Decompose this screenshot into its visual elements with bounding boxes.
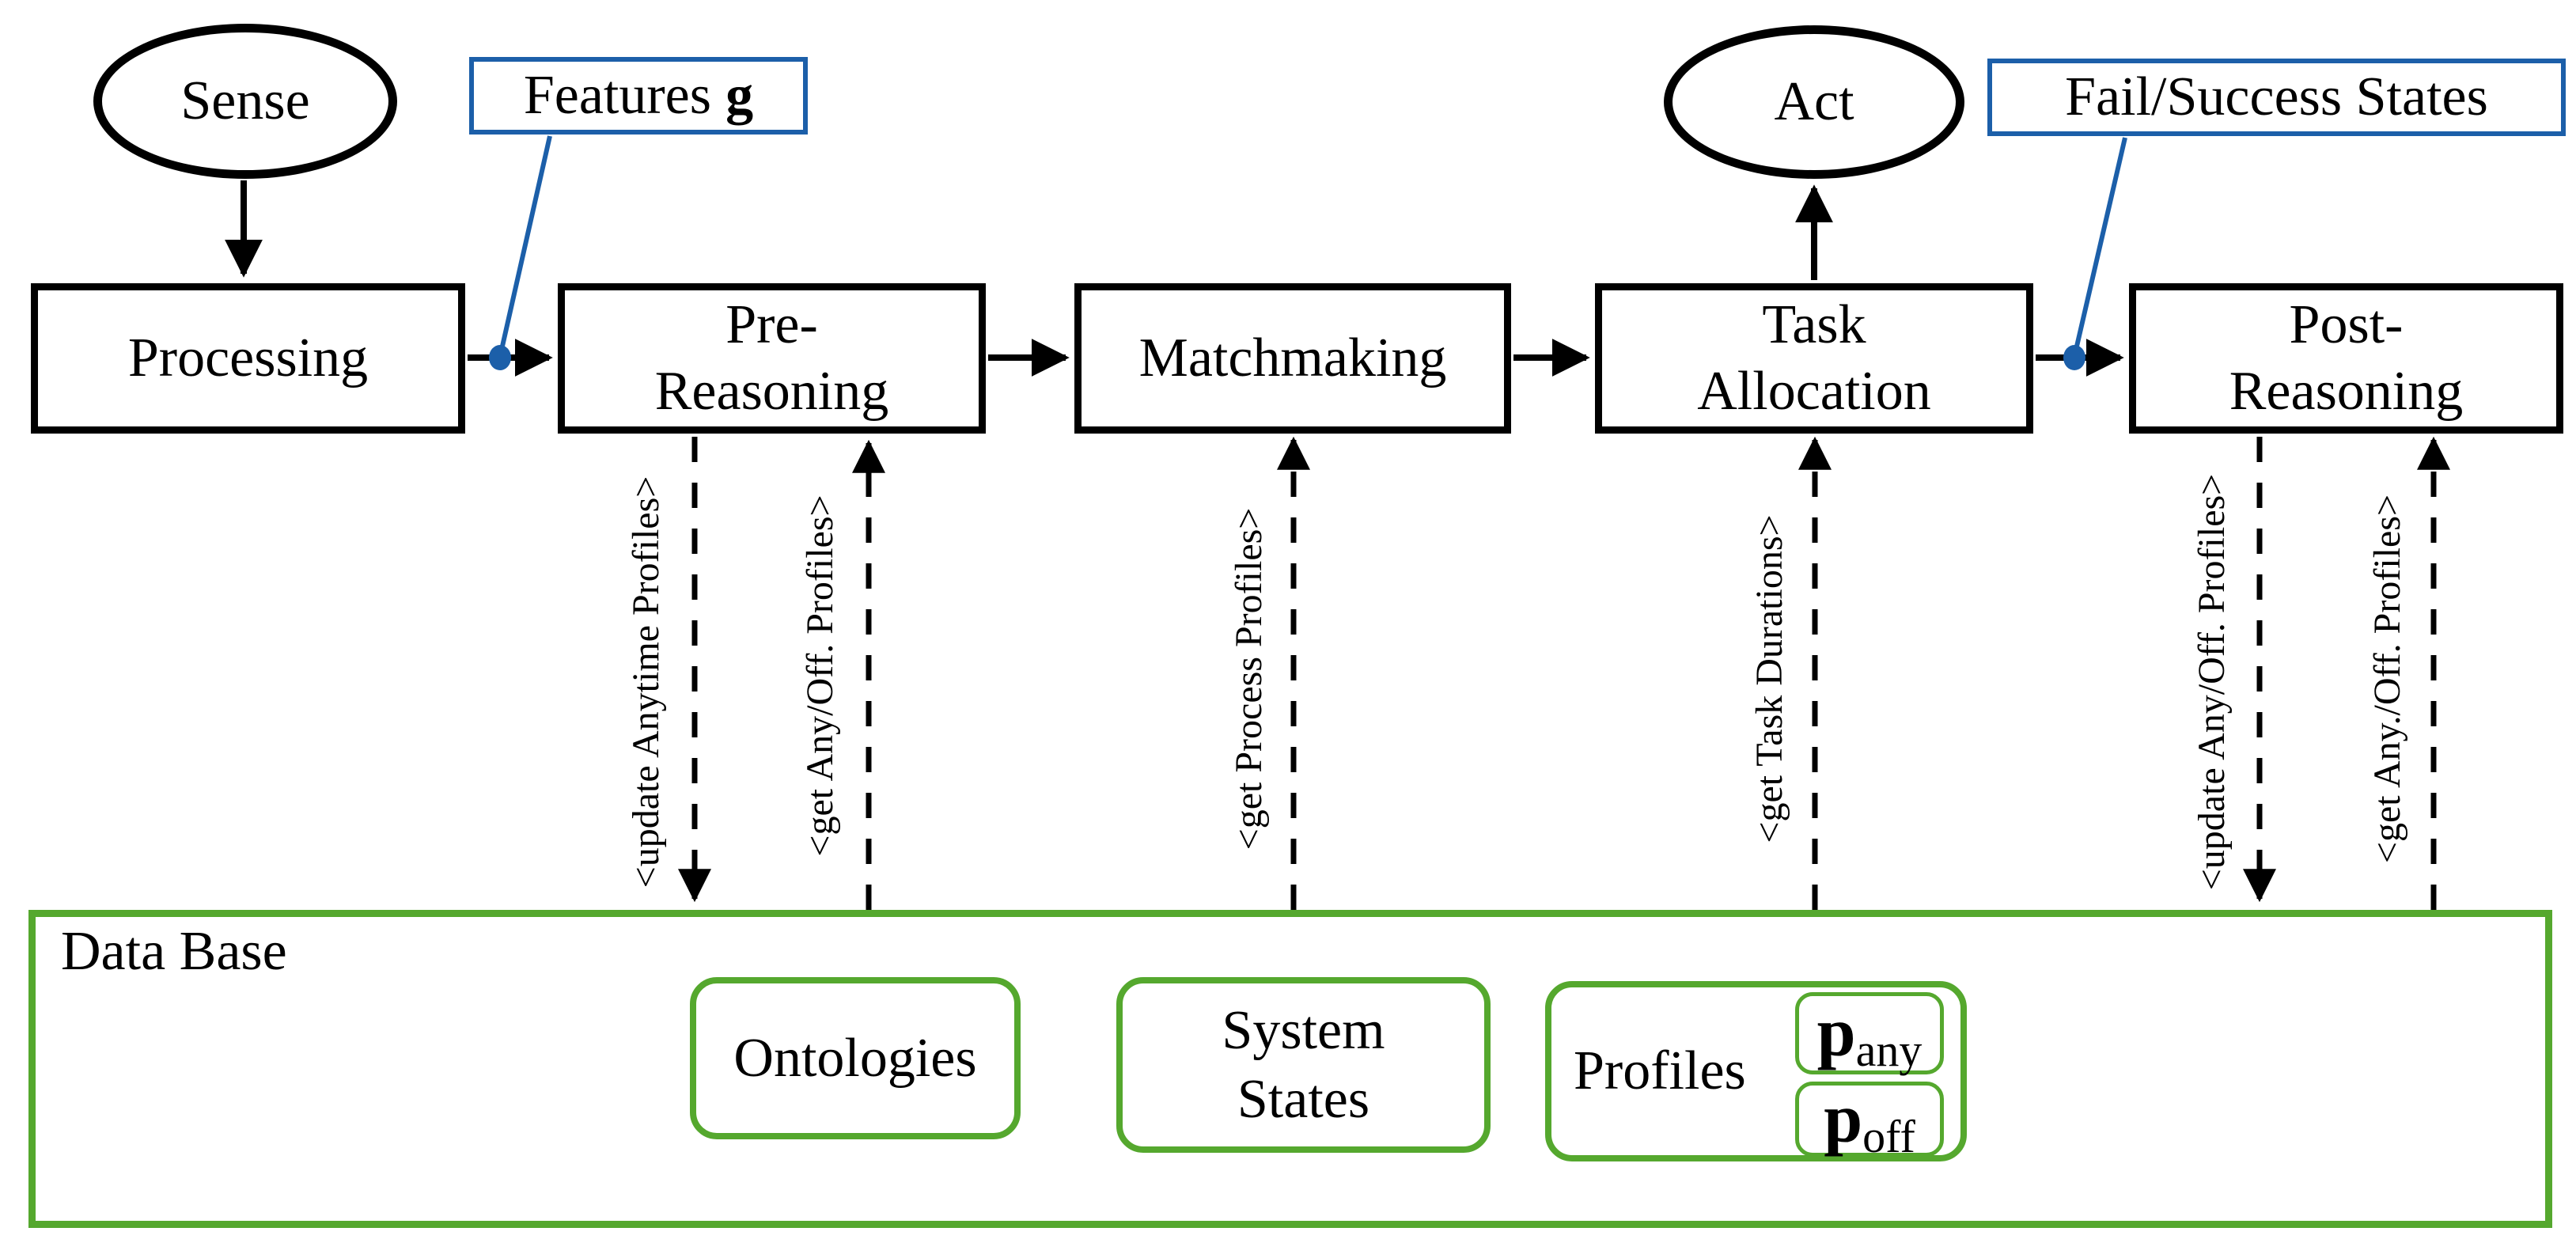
profile-offline-symbol: p xyxy=(1824,1080,1863,1158)
features-callout-text: Features xyxy=(523,65,711,126)
task-allocation-label: Task Allocation xyxy=(1697,294,1931,422)
matchmaking-label: Matchmaking xyxy=(1138,328,1447,388)
post-reasoning-label: Post- Reasoning xyxy=(2229,294,2464,422)
ontologies-label: Ontologies xyxy=(733,1027,977,1089)
db-call-update-anytime-profiles: <update Anytime Profiles> xyxy=(624,476,667,889)
system-states-label: System States xyxy=(1222,999,1385,1131)
junction-dot-fail-success xyxy=(2063,345,2085,370)
act-label: Act xyxy=(1774,71,1854,132)
db-call-update-any-off-profiles: <update Any/Off. Profiles> xyxy=(2190,473,2233,891)
profiles-label: Profiles xyxy=(1574,1040,1746,1102)
db-call-get-any-off-profiles-pre: <get Any/Off. Profiles> xyxy=(798,494,841,857)
junction-dot-features xyxy=(489,345,511,370)
features-symbol: g xyxy=(725,65,754,126)
db-call-get-process-profiles: <get Process Profiles> xyxy=(1227,507,1270,851)
system-states-box: System States xyxy=(1116,977,1491,1153)
processing-box: Processing xyxy=(31,283,465,434)
profile-anytime-symbol: p xyxy=(1816,995,1856,1071)
pre-reasoning-box: Pre- Reasoning xyxy=(558,283,986,434)
post-reasoning-box: Post- Reasoning xyxy=(2129,283,2563,434)
database-title: Data Base xyxy=(61,921,287,982)
profile-offline-subscript: off xyxy=(1862,1110,1915,1162)
sense-label: Sense xyxy=(180,70,310,131)
pre-reasoning-label: Pre- Reasoning xyxy=(654,294,889,422)
fail-success-callout: Fail/Success States xyxy=(1987,59,2566,136)
leader-features xyxy=(499,135,552,350)
db-call-get-any-off-profiles-post: <get Any./Off. Profiles> xyxy=(2366,494,2408,864)
task-allocation-box: Task Allocation xyxy=(1595,283,2033,434)
matchmaking-box: Matchmaking xyxy=(1074,283,1511,434)
ontologies-box: Ontologies xyxy=(690,977,1021,1139)
leader-fail-success xyxy=(2074,137,2127,350)
database-box: Data Base Ontologies System States Profi… xyxy=(28,910,2552,1228)
act-terminal: Act xyxy=(1664,25,1964,179)
processing-label: Processing xyxy=(127,328,369,388)
profile-anytime-subscript: any xyxy=(1855,1025,1923,1076)
fail-success-callout-text: Fail/Success States xyxy=(2065,66,2488,127)
db-call-get-task-durations: <get Task Durations> xyxy=(1748,514,1790,843)
sense-terminal: Sense xyxy=(93,24,397,179)
